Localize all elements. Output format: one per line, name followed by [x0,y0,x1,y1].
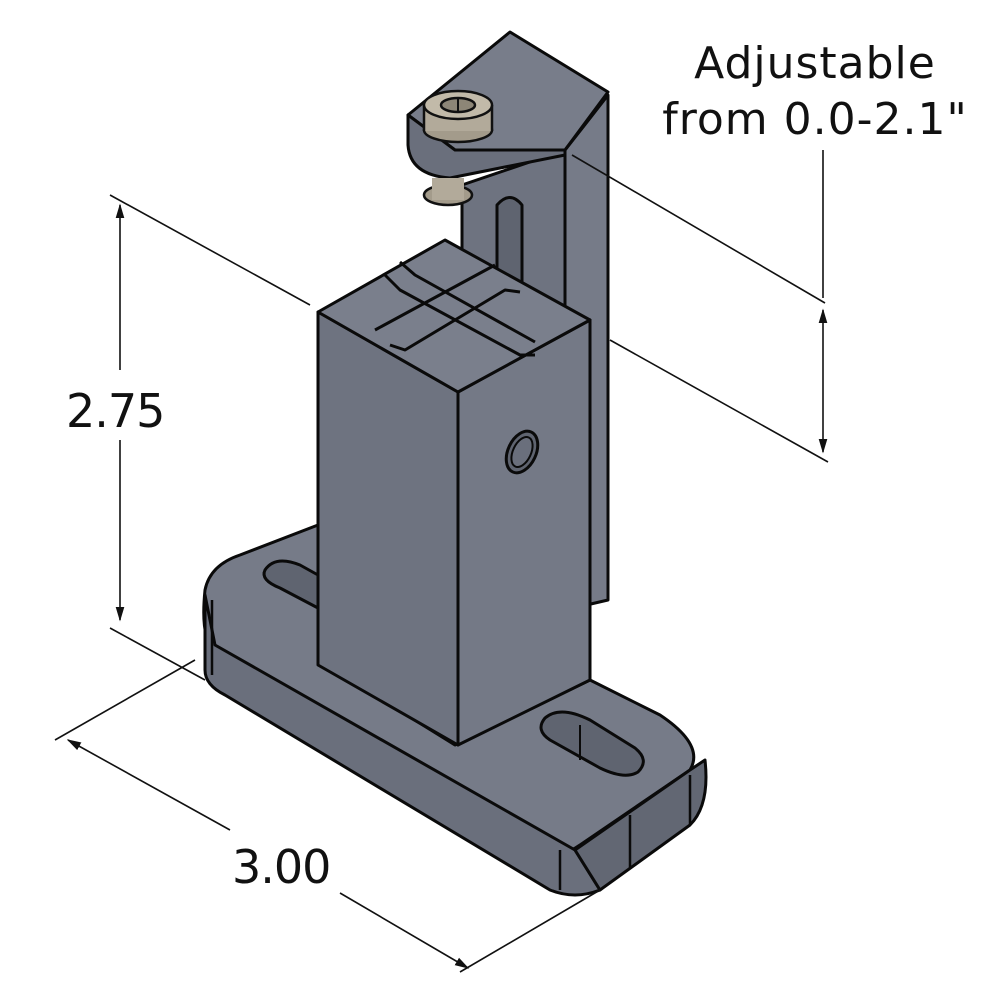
main-column [316,238,592,747]
dimension-lines [54,150,829,973]
height-dimension-label: 2.75 [66,384,165,438]
base-plate [202,523,708,897]
length-dimension-label: 3.00 [232,840,331,894]
adjustable-range-label: Adjustable from 0.0-2.1" [655,36,975,148]
adjustable-label-line2: from 0.0-2.1" [662,94,968,145]
adjustable-label-line1: Adjustable [694,38,936,89]
cap-screw-icon [422,89,494,207]
